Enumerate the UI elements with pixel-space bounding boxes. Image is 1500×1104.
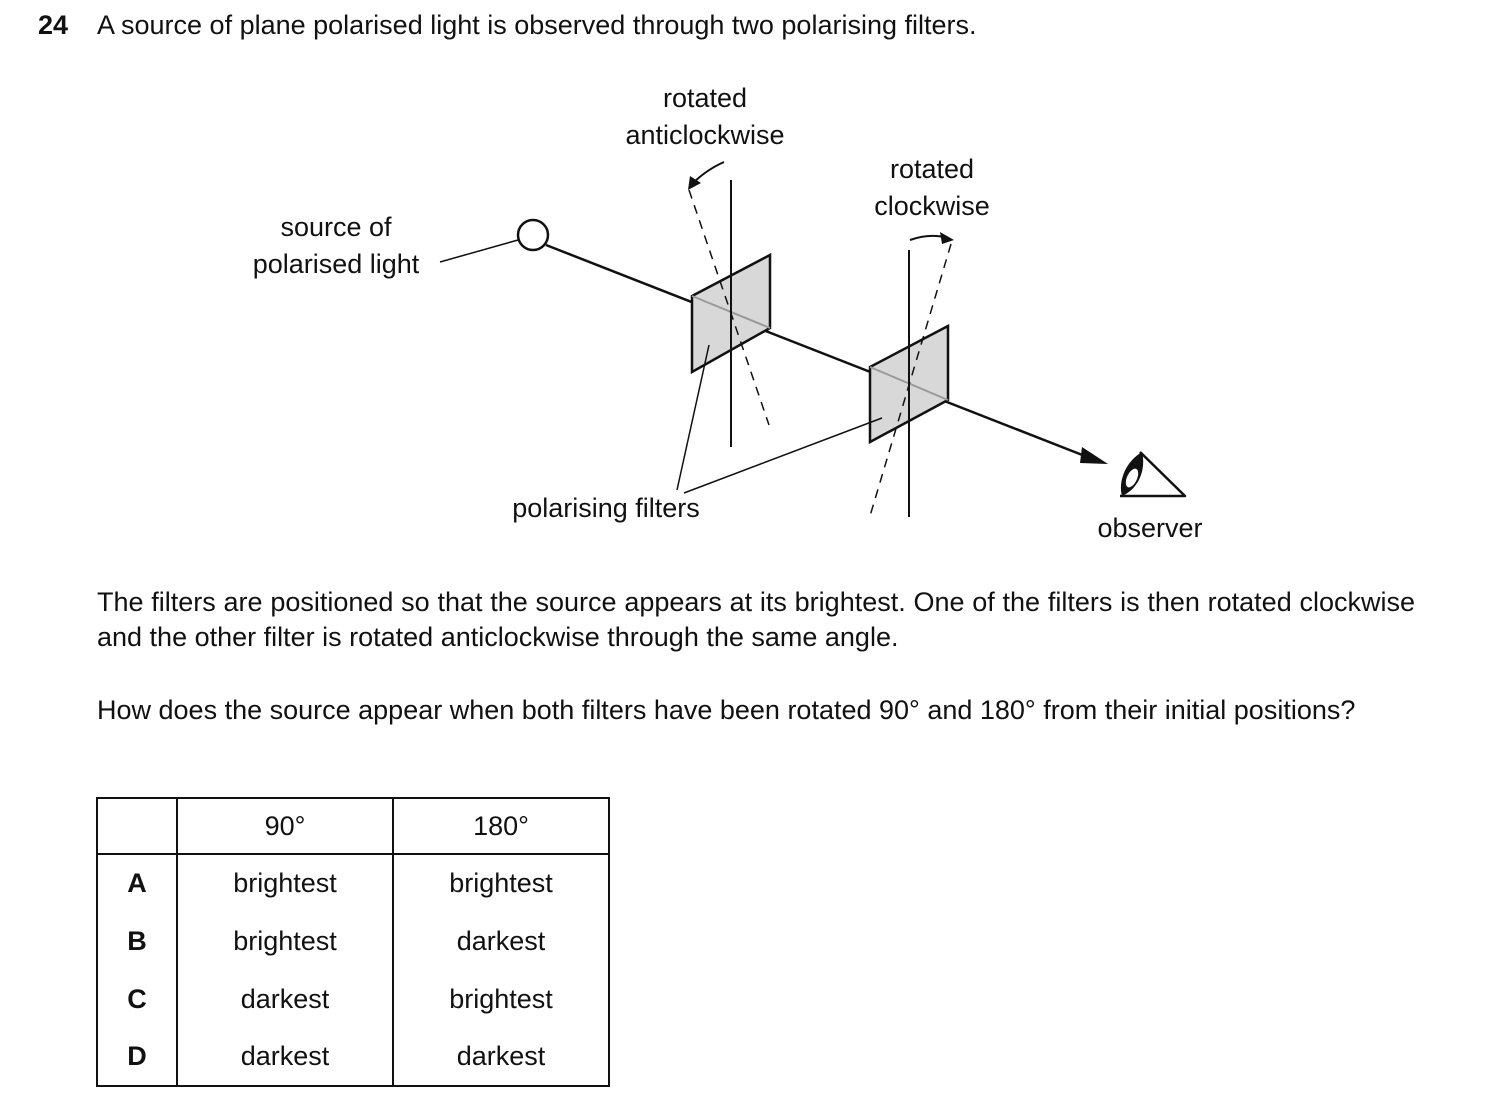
light-ray — [545, 243, 1091, 460]
eye-pupil — [1125, 468, 1139, 488]
option-180: brightest — [449, 868, 553, 898]
option-90: darkest — [177, 1028, 394, 1086]
clockwise-arrowhead — [940, 232, 954, 244]
table-row: D darkest darkest — [97, 1028, 609, 1086]
option-180: darkest — [456, 1041, 546, 1071]
filters-leader-line-2 — [683, 417, 883, 494]
question-number: 24 — [38, 10, 69, 40]
answer-options-table: 90° 180° A brightest brightest B brighte… — [96, 797, 610, 1087]
option-90: brightest — [177, 912, 394, 970]
label-clockwise-line-2: clockwise — [874, 191, 990, 221]
source-circle — [516, 218, 550, 252]
filters-leader-line-1 — [676, 344, 710, 491]
anticlockwise-arrowhead — [688, 176, 701, 190]
label-rotated-anticlockwise: rotated anticlockwise — [600, 80, 810, 154]
ray-arrowhead — [1080, 447, 1108, 464]
table-row: C darkest brightest — [97, 970, 609, 1028]
option-180: brightest — [449, 983, 553, 1014]
filter-1 — [688, 161, 772, 447]
source-leader-line — [439, 239, 519, 263]
option-180: darkest — [456, 925, 546, 956]
label-source: source of polarised light — [230, 209, 442, 283]
label-clockwise-line-1: rotated — [889, 154, 975, 184]
eye-outline — [1120, 451, 1187, 498]
polariser-diagram — [439, 161, 1187, 517]
option-letter: C — [97, 970, 178, 1028]
header-90: 90° — [177, 798, 394, 855]
option-letter: D — [97, 1028, 178, 1086]
question-text: A source of plane polarised light is obs… — [97, 10, 977, 40]
paragraph-1: The filters are positioned so that the s… — [97, 587, 1415, 652]
label-source-line-1: source of — [280, 212, 392, 242]
filter-2 — [868, 232, 954, 517]
table-row: B brightest darkest — [97, 912, 609, 970]
option-90: darkest — [177, 970, 394, 1028]
label-anticlockwise-line-1: rotated — [662, 83, 748, 113]
table-row: A brightest brightest — [97, 854, 609, 912]
label-rotated-clockwise: rotated clockwise — [852, 151, 1012, 225]
option-letter: A — [97, 854, 178, 912]
label-source-line-2: polarised light — [252, 249, 420, 279]
paragraph-2: How does the source appear when both fil… — [97, 695, 1356, 725]
label-anticlockwise-line-2: anticlockwise — [625, 120, 785, 150]
option-letter: B — [97, 912, 178, 970]
header-blank — [97, 798, 178, 855]
label-polarising-filters: polarising filters — [512, 493, 700, 523]
table-header-row: 90° 180° — [97, 798, 609, 855]
header-180: 180° — [393, 798, 609, 855]
option-90: brightest — [177, 854, 394, 912]
eye-icon — [1120, 451, 1187, 498]
label-observer: observer — [1097, 513, 1203, 543]
